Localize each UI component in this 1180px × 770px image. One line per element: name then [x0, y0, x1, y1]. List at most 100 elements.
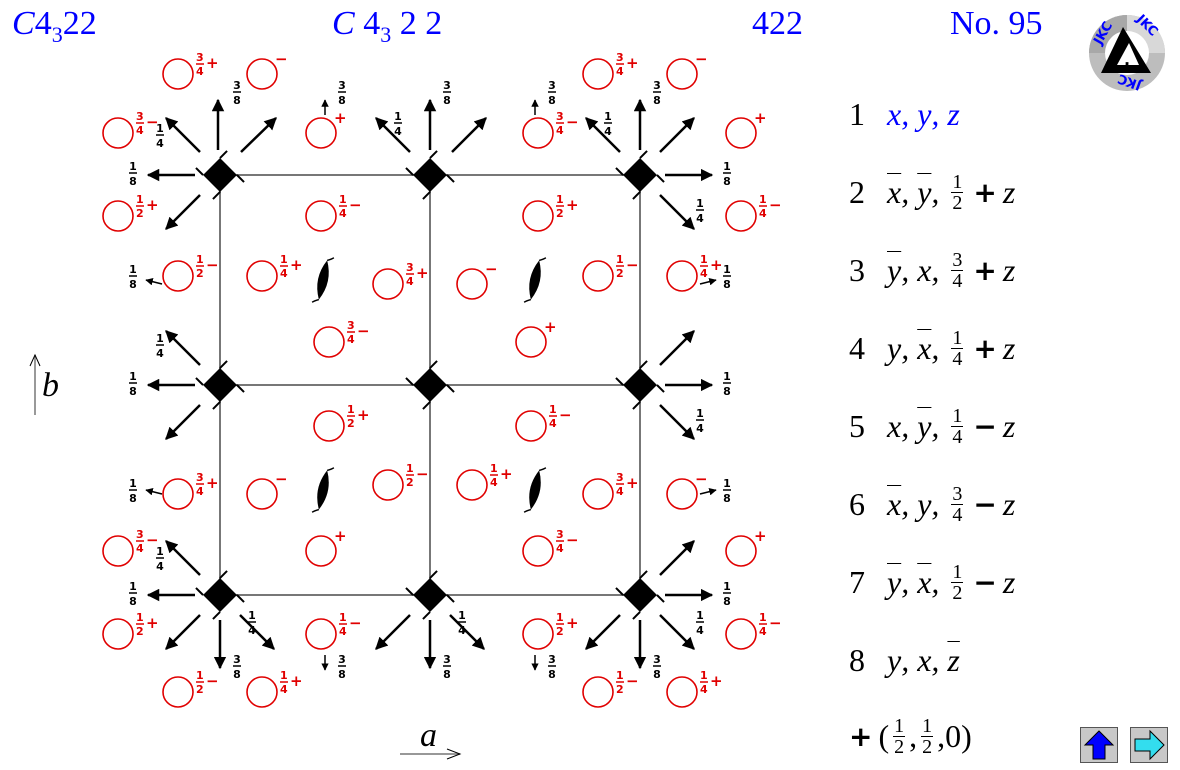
svg-text:1: 1: [616, 253, 624, 266]
svg-text:1: 1: [280, 669, 288, 682]
equivalent-position-circle: −: [666, 470, 708, 510]
equivalent-position-circle: 14+: [456, 462, 513, 501]
equivalent-position-circle: 14+: [246, 669, 303, 708]
a-axis-label: a: [420, 717, 437, 754]
svg-text:+: +: [206, 474, 219, 492]
svg-text:4: 4: [280, 267, 288, 280]
svg-text:1: 1: [196, 253, 204, 266]
svg-text:8: 8: [338, 94, 346, 107]
height-labels: 3838383838141414181814181814181814181814…: [129, 79, 731, 681]
twofold-axis-arrow-short: [699, 487, 717, 496]
svg-text:+: +: [626, 54, 639, 72]
height-label: 18: [723, 263, 731, 291]
screw-axis-main: 4: [354, 5, 381, 42]
svg-text:1: 1: [280, 253, 288, 266]
svg-text:8: 8: [129, 278, 137, 291]
height-label: 14: [604, 110, 612, 138]
equivalent-position-circle: +: [725, 527, 767, 567]
lattice-letter: C: [12, 5, 35, 42]
svg-text:1: 1: [759, 611, 767, 624]
svg-text:1: 1: [248, 609, 256, 622]
svg-text:4: 4: [490, 476, 498, 489]
twofold-axis-arrow: [375, 117, 411, 153]
twofold-axis-arrow: [165, 117, 201, 153]
svg-text:1: 1: [696, 197, 704, 210]
svg-text:2: 2: [616, 267, 624, 280]
next-button[interactable]: [1130, 727, 1168, 763]
svg-text:−: −: [769, 614, 782, 632]
svg-text:2: 2: [556, 625, 564, 638]
svg-text:8: 8: [129, 595, 137, 608]
equivalent-position-circle: 12+: [102, 611, 159, 650]
equivalent-position-circle: 34−: [522, 110, 579, 149]
svg-text:3: 3: [136, 110, 144, 123]
svg-text:+: +: [357, 406, 370, 424]
svg-text:3: 3: [616, 51, 624, 64]
svg-text:4: 4: [696, 422, 704, 435]
twofold-axis-arrows: [145, 98, 717, 671]
svg-text:1: 1: [549, 403, 557, 416]
svg-text:1: 1: [616, 669, 624, 682]
height-label: 18: [723, 477, 731, 505]
twofold-axis-arrow: [240, 117, 277, 153]
svg-text:4: 4: [616, 65, 624, 78]
equivalent-position-circle: 12−: [162, 253, 219, 292]
svg-text:−: −: [275, 50, 288, 68]
svg-text:+: +: [290, 256, 303, 274]
svg-text:+: +: [500, 465, 513, 483]
twofold-axis-arrow: [451, 117, 487, 153]
jkc-logo-icon[interactable]: , JKC JKC JKC: [1087, 13, 1167, 93]
svg-text:1: 1: [700, 669, 708, 682]
twofold-axis-arrow: [375, 614, 411, 650]
space-group-number: No. 95: [950, 5, 1043, 42]
svg-text:4: 4: [616, 485, 624, 498]
twofold-axis-arrow: [165, 194, 201, 230]
svg-text:4: 4: [556, 124, 564, 137]
svg-text:−: −: [566, 531, 579, 549]
svg-text:−: −: [695, 50, 708, 68]
equivalent-position-circle: 34+: [162, 51, 219, 90]
svg-text:3: 3: [556, 528, 564, 541]
svg-text:−: −: [349, 614, 362, 632]
svg-text:1: 1: [556, 611, 564, 624]
svg-text:1: 1: [136, 193, 144, 206]
up-button[interactable]: [1080, 727, 1118, 763]
equivalent-position-circle: 34−: [102, 110, 159, 149]
twofold-axis-arrow: [585, 117, 621, 153]
svg-text:8: 8: [129, 175, 137, 188]
svg-text:1: 1: [196, 669, 204, 682]
svg-text:1: 1: [347, 403, 355, 416]
svg-text:1: 1: [490, 462, 498, 475]
twofold-axis-arrow: [659, 540, 695, 576]
equivalent-position-circle: −: [246, 50, 288, 90]
equivalent-position-circle: 14+: [666, 253, 723, 292]
twofold-axis-arrow: [239, 614, 275, 650]
position-number: 6: [849, 485, 865, 522]
svg-text:3: 3: [443, 653, 451, 666]
svg-text:1: 1: [339, 611, 347, 624]
svg-text:8: 8: [723, 492, 731, 505]
equivalent-position-circle: 14−: [725, 193, 782, 232]
twofold-axis-icon: [311, 257, 335, 303]
twofold-axis-arrow-short: [145, 487, 163, 496]
svg-text:8: 8: [723, 175, 731, 188]
svg-text:4: 4: [700, 683, 708, 696]
twofold-axis-arrow: [659, 194, 695, 230]
twofold-axis-arrow: [165, 330, 201, 366]
symbol-rest: 2 2: [391, 5, 443, 42]
screw-axis-main: 4: [34, 5, 52, 42]
svg-text:3: 3: [233, 653, 241, 666]
equivalent-position-circle: +: [305, 109, 347, 149]
svg-text:2: 2: [136, 207, 144, 220]
height-label: 38: [443, 653, 451, 681]
svg-text:4: 4: [347, 333, 355, 346]
plus-sign: +: [849, 720, 873, 753]
